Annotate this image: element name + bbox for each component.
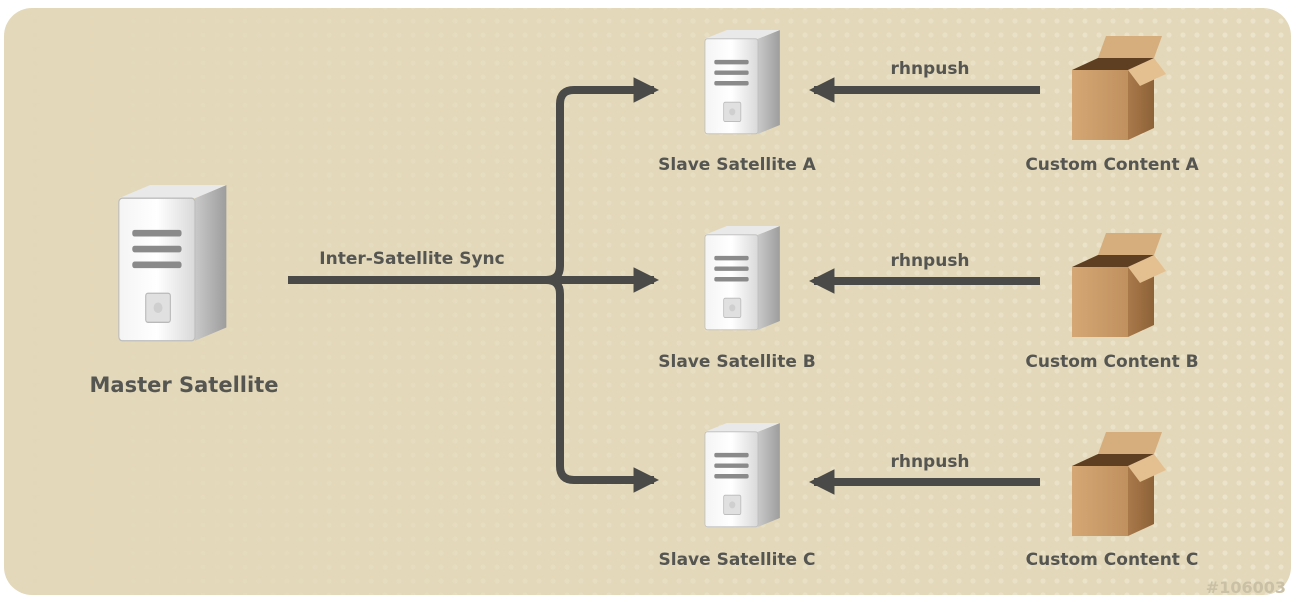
sync-connector [288, 77, 660, 493]
custom-content-a-label: Custom Content A [1025, 155, 1199, 175]
slave-a-server-icon [704, 29, 781, 135]
slave-satellite-c: Slave Satellite C [659, 422, 816, 570]
figure-id: #106003 [1206, 578, 1286, 597]
slave-satellite-c-label: Slave Satellite C [659, 550, 816, 570]
slave-satellite-a: Slave Satellite A [658, 29, 817, 175]
sync-label: Inter-Satellite Sync [319, 249, 504, 269]
custom-content-b: Custom Content B [1025, 233, 1199, 372]
custom-content-a: Custom Content A [1025, 36, 1200, 175]
custom-content-c-label: Custom Content C [1026, 550, 1199, 570]
slave-satellite-b-label: Slave Satellite B [658, 352, 815, 372]
dot-pattern [4, 8, 1291, 595]
rhnpush-c-label: rhnpush [890, 452, 969, 472]
master-satellite: Master Satellite [90, 184, 279, 397]
slave-c-server-icon [704, 422, 781, 528]
custom-content-b-label: Custom Content B [1025, 352, 1198, 372]
master-satellite-label: Master Satellite [90, 373, 279, 397]
slave-satellite-a-label: Slave Satellite A [658, 155, 817, 175]
rhnpush-b-label: rhnpush [890, 251, 969, 271]
master-server-icon [118, 184, 228, 342]
slave-satellite-b: Slave Satellite B [658, 225, 816, 372]
rhnpush-arrows [808, 77, 1040, 495]
custom-content-c: Custom Content C [1026, 432, 1199, 570]
slave-b-server-icon [704, 225, 781, 331]
sync-branch-c-arrow-icon [545, 276, 660, 493]
rhnpush-a-label: rhnpush [890, 59, 969, 79]
